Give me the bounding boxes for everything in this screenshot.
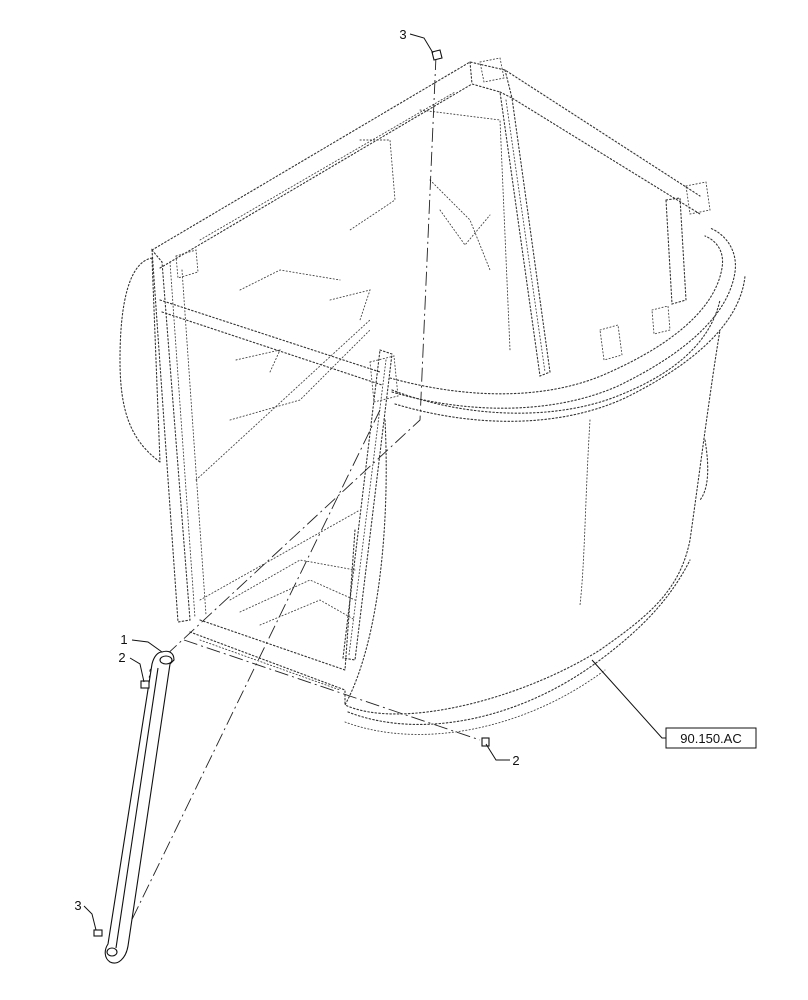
- callout-1: 1: [120, 632, 127, 647]
- callout-2-right: 2: [512, 753, 519, 768]
- cab-frame: [119, 57, 746, 735]
- fastener-nut-left: [140, 680, 150, 689]
- reference-box[interactable]: 90.150.AC: [665, 727, 757, 749]
- assembly-centerlines: [121, 55, 481, 953]
- callout-2-left: 2: [118, 650, 125, 665]
- callout-3-top: 3: [399, 27, 406, 42]
- grab-handle-part: [104, 650, 175, 964]
- callout-3-bottom: 3: [74, 898, 81, 913]
- callout-leaders: [83, 33, 666, 931]
- fastener-screw-top: [431, 49, 443, 61]
- fastener-nut-right: [481, 737, 490, 747]
- reference-label[interactable]: 90.150.AC: [680, 731, 741, 746]
- fastener-screw-bottom: [93, 929, 103, 937]
